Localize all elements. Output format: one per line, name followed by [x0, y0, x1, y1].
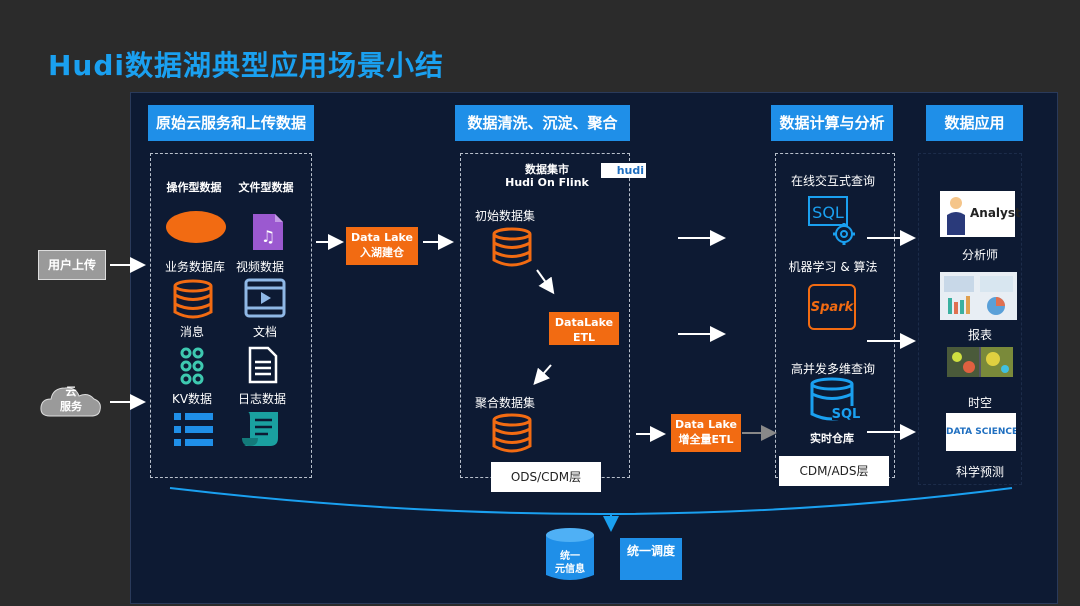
user-upload-button[interactable]: 用户上传: [38, 250, 106, 280]
incr-line1: Data Lake: [675, 418, 737, 431]
mart-engine-label: Hudi On Flink: [505, 176, 589, 189]
log-document-icon: [248, 346, 278, 384]
metadata-label-1: 统一: [560, 551, 580, 562]
col-title-file: 文件型数据: [238, 181, 294, 194]
spark-icon-text: Spark: [810, 300, 854, 315]
ingest-line1: Data Lake: [351, 231, 413, 244]
header-app: 数据应用: [926, 105, 1023, 141]
app-box: [918, 153, 1022, 485]
analyst-image-text: Analyst: [970, 206, 1021, 220]
etl-line2: ETL: [572, 331, 596, 344]
report-chart-icon: [944, 276, 1013, 315]
data-science-image-text: DATA SCIENCE: [946, 427, 1016, 437]
label-ml: 机器学习 & 算法: [788, 260, 878, 274]
label-kv: KV数据: [171, 392, 213, 406]
col-title-operational: 操作型数据: [166, 181, 222, 194]
ingest-button[interactable]: Data Lake 入湖建仓: [346, 227, 418, 265]
label-olap: 在线交互式查询: [790, 174, 875, 188]
report-image: [940, 272, 1017, 320]
datalake-etl-button[interactable]: DataLake ETL: [549, 312, 619, 345]
etl-line1: DataLake: [554, 316, 614, 329]
spacetime-image: [947, 347, 1013, 377]
scroll-icon: [242, 412, 278, 446]
hudi-logo: hudi: [601, 163, 646, 178]
message-db-icon: [173, 279, 213, 319]
sql-db-icon: SQL: [810, 377, 861, 422]
label-business-db: 业务数据库: [164, 260, 225, 274]
label-spacetime: 时空: [967, 396, 992, 410]
ods-cdm-layer-label: ODS/CDM层: [491, 462, 601, 492]
initial-dataset-db-icon: [492, 227, 532, 267]
analyst-image: Analyst: [940, 191, 1021, 237]
label-log: 日志数据: [237, 392, 286, 406]
label-analyst: 分析师: [961, 248, 998, 262]
cdm-ads-layer-label: CDM/ADS层: [779, 456, 889, 486]
label-science: 科学预测: [955, 465, 1004, 479]
video-file-icon: ♫: [253, 214, 283, 250]
mart-label: 数据集市: [525, 163, 569, 176]
data-science-image: DATA SCIENCE: [946, 413, 1016, 451]
sql-settings-icon: SQL: [808, 196, 855, 245]
hudi-logo-text: hudi: [616, 164, 644, 177]
list-icon: [174, 413, 213, 446]
header-clean: 数据清洗、沉淀、聚合: [455, 105, 630, 141]
spark-icon: Spark: [808, 284, 856, 330]
cloud-icon: [40, 387, 101, 417]
label-video: 视频数据: [235, 260, 284, 274]
cloud-label-1: 云: [65, 385, 77, 398]
label-concurrent: 高并发多维查询: [790, 362, 875, 376]
kv-icon: [180, 347, 204, 385]
map-icon: [947, 347, 1013, 377]
agg-dataset-db-icon: [492, 413, 532, 453]
page-title: Hudi数据湖典型应用场景小结: [48, 49, 445, 82]
header-compute: 数据计算与分析: [771, 105, 893, 141]
header-source: 原始云服务和上传数据: [148, 105, 314, 141]
svg-text:SQL: SQL: [812, 203, 844, 222]
incremental-etl-button[interactable]: Data Lake 增全量ETL: [671, 414, 741, 452]
svg-text:♫: ♫: [261, 227, 275, 246]
cloud-label-2: 服务: [60, 400, 82, 413]
sql-db-icon-text: SQL: [832, 407, 861, 422]
metadata-label-2: 元信息: [555, 564, 585, 575]
label-initial-dataset: 初始数据集: [474, 209, 535, 223]
person-icon: [947, 197, 965, 235]
source-box: [150, 153, 312, 478]
document-video-icon: [244, 278, 286, 318]
label-message: 消息: [179, 325, 204, 339]
label-agg-dataset: 聚合数据集: [474, 396, 535, 410]
incr-line2: 增全量ETL: [678, 433, 734, 446]
label-report: 报表: [967, 328, 992, 342]
label-realtime-dw: 实时仓库: [810, 432, 854, 445]
unified-scheduling-button[interactable]: 统一调度: [620, 538, 682, 580]
label-document: 文档: [252, 325, 277, 339]
metadata-db-icon: [546, 528, 594, 580]
business-db-icon: [166, 211, 226, 243]
ingest-line2: 入湖建仓: [360, 246, 404, 259]
